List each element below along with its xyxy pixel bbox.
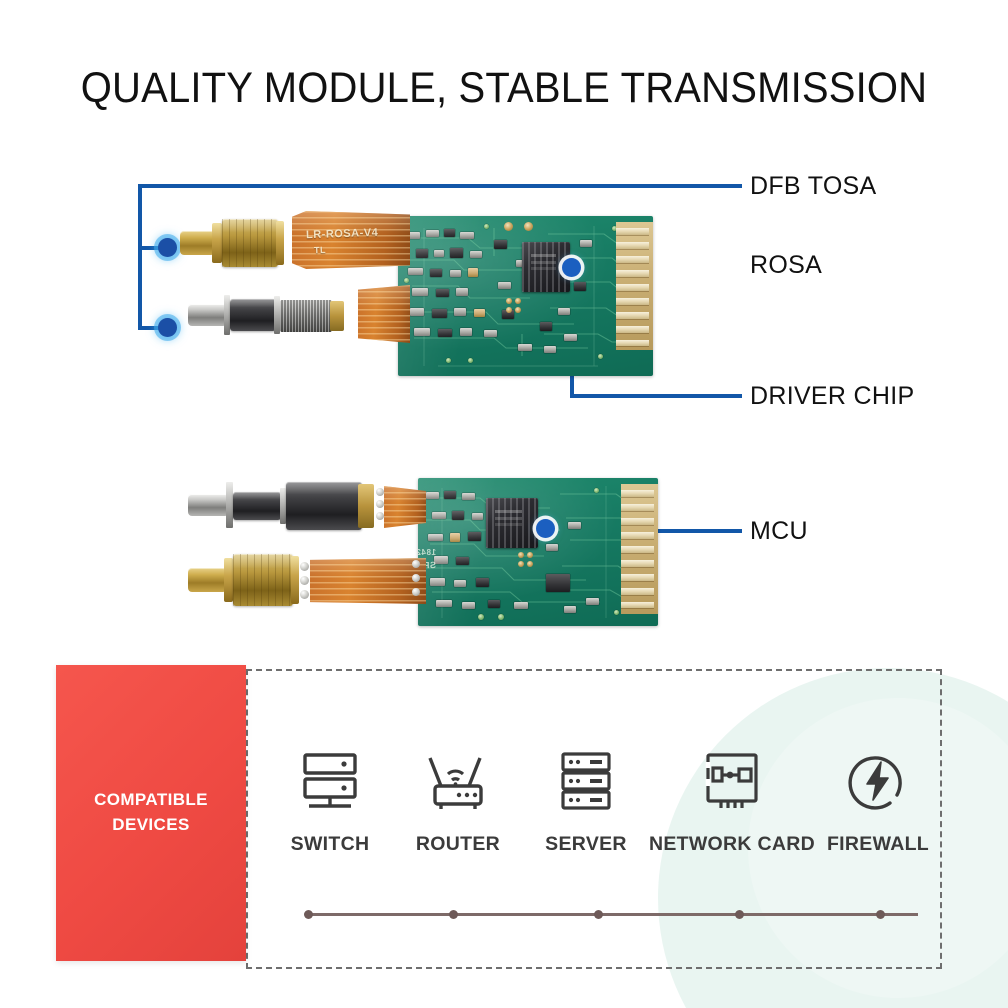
compatible-devices-panel: COMPATIBLE DEVICES [56,665,246,961]
timeline-dot-server [594,910,603,919]
flex-label-primary: LR-ROSA-V4 [305,226,379,242]
pcb-board-top [398,216,653,376]
server-icon [555,745,617,817]
device-item-network-card[interactable]: NETWORK CARD [648,745,816,856]
rosa-assembly-top [188,291,368,341]
rosa-flange-2 [274,296,280,334]
pcb-board-bottom: SFP-A01-V2 1842 [418,478,658,626]
panel-line-1: COMPATIBLE [94,790,208,810]
flex-bridge-wires-u [384,486,426,528]
flex-label-secondary: TL [313,244,327,256]
flex-traces [292,211,410,269]
router-icon [421,745,495,817]
rosa-barrel-b1 [233,492,281,520]
rosa-knurled-section [280,300,332,332]
mcu-ic [486,498,538,548]
device-list: SWITCH ROUTER [268,745,940,856]
device-item-router[interactable]: ROUTER [396,745,520,856]
device-label-network-card: NETWORK CARD [648,833,816,855]
leader-dot-mcu [536,519,555,538]
tosa-flange [212,223,222,263]
callout-label-dfb-tosa: DFB TOSA [750,172,877,200]
flex-bridge-wires-l [310,558,426,604]
flex-pcb-top: LR-ROSA-V4 TL [292,211,410,269]
sfp-module-top: LR-ROSA-V4 TL [180,205,725,380]
device-timeline [304,910,918,919]
page-title: QUALITY MODULE, STABLE TRANSMISSION [80,64,928,112]
rosa-flange-b2 [280,488,286,524]
device-label-switch: SWITCH [290,833,370,855]
tosa-rear-flange [276,221,284,265]
tosa-can-rings-b [233,554,293,606]
timeline-dot-router [449,910,458,919]
rosa-barrel [230,299,276,331]
leader-dot-tosa [158,238,177,257]
edge-connector-bottom [621,484,658,614]
rosa-flange-b1 [226,482,233,528]
leader-line-branch-tosa [138,246,168,250]
callout-label-rosa: ROSA [750,251,823,279]
device-item-firewall[interactable]: FIREWALL [816,745,940,856]
callout-label-mcu: MCU [750,517,808,545]
leader-line-branch-rosa [138,326,168,330]
leader-dot-driver-chip [562,258,581,277]
tosa-ferrule [180,231,214,255]
rosa-gold-band [330,301,344,331]
tosa-ferrule-b [188,568,226,592]
network-card-icon [699,745,765,817]
tosa-flange-b1 [224,558,233,602]
rosa-barrel-b2 [286,482,362,530]
tosa-can-b [233,554,293,606]
flex-bridge-lower [310,558,426,604]
device-item-server[interactable]: SERVER [524,745,648,856]
flex-traces-lower [358,285,410,343]
leader-line-dfb-tosa-top [138,184,742,188]
device-item-switch[interactable]: SWITCH [268,745,392,856]
leader-line-driver-chip-horizontal [570,394,742,398]
ic-marking [530,254,556,257]
rosa-ferrule-b [188,494,228,516]
device-label-router: ROUTER [415,833,501,855]
rosa-ferrule [188,304,226,326]
flex-pcb-top-lower [358,285,410,343]
timeline-dot-network-card [735,910,744,919]
timeline-dot-switch [304,910,313,919]
tosa-can-rings [222,219,278,267]
flex-bridge-upper [384,486,426,528]
callout-label-driver-chip: DRIVER CHIP [750,382,915,410]
rosa-assembly-bottom [188,480,426,532]
switch-icon [296,745,364,817]
device-label-firewall: FIREWALL [826,833,930,855]
leader-dot-rosa [158,318,177,337]
dfb-tosa-assembly [180,217,310,269]
mcu-marking [495,510,523,513]
panel-line-2: DEVICES [112,815,190,834]
tosa-flange-b2 [291,556,299,604]
firewall-icon [845,745,911,817]
device-label-server: SERVER [545,833,627,855]
tosa-can [222,219,278,267]
timeline-dot-firewall [876,910,885,919]
pcb-silkscreen-bottom-sub: 1842 [418,548,436,557]
edge-connector-top [616,222,653,350]
leader-line-bracket-spine [138,184,142,330]
tosa-assembly-bottom [188,552,426,610]
compatible-devices-box [246,669,942,969]
sfp-module-bottom: SFP-A01-V2 1842 [180,470,725,635]
rosa-gold-band-b [358,484,374,528]
compatible-devices-title: COMPATIBLE DEVICES [94,788,208,837]
rosa-flange-1 [224,295,230,335]
mcu-pins [486,498,538,548]
